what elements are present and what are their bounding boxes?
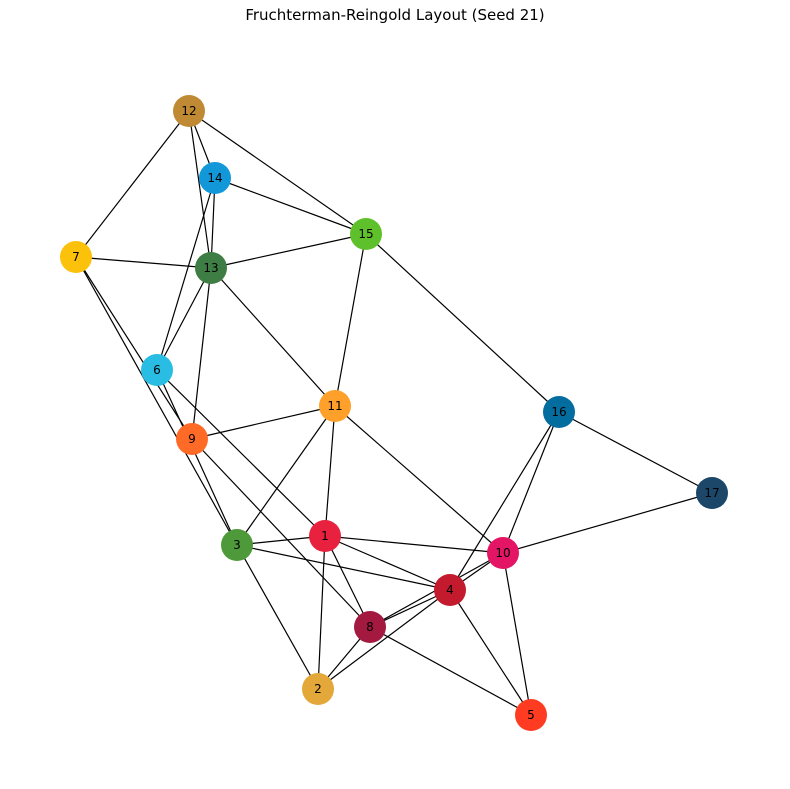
edge-9-8 [191, 438, 371, 628]
node-label-4: 4 [446, 583, 454, 597]
edge-15-13 [210, 233, 367, 269]
node-label-12: 12 [181, 104, 196, 118]
node-circle-12 [173, 95, 205, 127]
node-14: 14 [199, 162, 231, 194]
node-1: 1 [309, 520, 341, 552]
node-circle-14 [199, 162, 231, 194]
node-10: 10 [487, 537, 519, 569]
node-8: 8 [354, 611, 386, 643]
edge-14-6 [156, 177, 216, 371]
edge-1-8 [324, 535, 371, 628]
edge-3-4 [236, 544, 451, 591]
edge-4-2 [317, 589, 451, 690]
node-circle-11 [319, 390, 351, 422]
edge-7-9 [75, 256, 193, 440]
edge-14-15 [214, 177, 367, 235]
node-17: 17 [696, 477, 728, 509]
node-circle-3 [221, 529, 253, 561]
node-circle-8 [354, 611, 386, 643]
node-circle-4 [434, 574, 466, 606]
edge-13-6 [156, 267, 212, 371]
node-label-11: 11 [327, 399, 342, 413]
edge-7-3 [75, 256, 238, 546]
node-16: 16 [543, 396, 575, 428]
node-label-5: 5 [527, 708, 535, 722]
edge-10-17 [502, 492, 713, 554]
edge-11-10 [334, 405, 504, 554]
node-13: 13 [195, 252, 227, 284]
node-circle-6 [141, 354, 173, 386]
node-circle-16 [543, 396, 575, 428]
edge-10-16 [502, 411, 560, 554]
edge-15-16 [365, 233, 560, 413]
edge-13-11 [210, 267, 336, 407]
edge-1-2 [317, 535, 326, 690]
node-circle-5 [515, 699, 547, 731]
node-circle-10 [487, 537, 519, 569]
node-label-3: 3 [233, 538, 241, 552]
node-15: 15 [350, 218, 382, 250]
node-7: 7 [60, 241, 92, 273]
edge-12-7 [75, 110, 190, 258]
edge-11-1 [324, 405, 336, 537]
node-9: 9 [176, 423, 208, 455]
node-label-10: 10 [495, 546, 510, 560]
node-label-14: 14 [207, 171, 222, 185]
edge-12-15 [188, 110, 367, 235]
figure-title: Fruchterman-Reingold Layout (Seed 21) [245, 6, 545, 24]
node-label-8: 8 [366, 620, 374, 634]
node-label-17: 17 [704, 486, 719, 500]
node-circle-15 [350, 218, 382, 250]
node-label-6: 6 [153, 363, 161, 377]
edge-4-5 [449, 589, 532, 716]
edge-15-11 [334, 233, 367, 407]
node-label-15: 15 [358, 227, 373, 241]
node-circle-2 [302, 673, 334, 705]
node-circle-9 [176, 423, 208, 455]
node-circle-7 [60, 241, 92, 273]
edge-6-3 [156, 369, 238, 546]
node-label-9: 9 [188, 432, 196, 446]
node-label-2: 2 [314, 682, 322, 696]
edge-9-11 [191, 405, 336, 440]
node-label-13: 13 [203, 261, 218, 275]
node-4: 4 [434, 574, 466, 606]
node-circle-1 [309, 520, 341, 552]
edge-16-4 [449, 411, 560, 591]
edge-3-2 [236, 544, 319, 690]
node-circle-17 [696, 477, 728, 509]
edge-8-5 [369, 626, 532, 716]
edge-1-4 [324, 535, 451, 591]
node-2: 2 [302, 673, 334, 705]
edge-6-1 [156, 369, 326, 537]
edge-12-13 [188, 110, 212, 269]
node-label-7: 7 [72, 250, 80, 264]
node-5: 5 [515, 699, 547, 731]
edge-16-17 [558, 411, 713, 494]
edge-13-9 [191, 267, 212, 440]
node-6: 6 [141, 354, 173, 386]
node-11: 11 [319, 390, 351, 422]
edge-1-10 [324, 535, 504, 554]
node-circle-13 [195, 252, 227, 284]
edge-10-5 [502, 552, 532, 716]
node-3: 3 [221, 529, 253, 561]
node-12: 12 [173, 95, 205, 127]
edge-7-13 [75, 256, 212, 269]
edge-11-3 [236, 405, 336, 546]
node-label-16: 16 [551, 405, 566, 419]
node-label-1: 1 [321, 529, 329, 543]
edges-layer [75, 110, 713, 716]
